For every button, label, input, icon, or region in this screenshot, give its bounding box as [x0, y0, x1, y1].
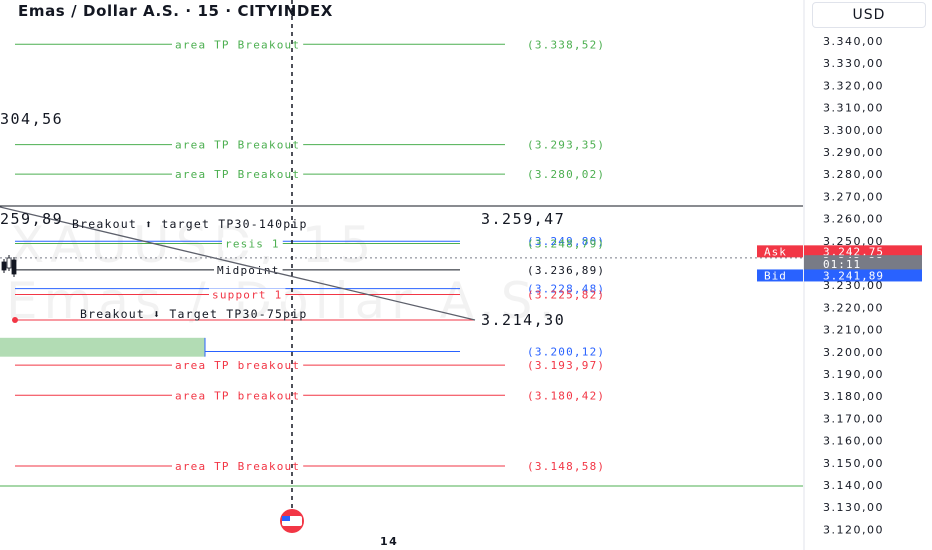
y-tick-label: 3.310,00 — [823, 102, 884, 115]
trend-line — [0, 206, 476, 321]
level-label-9: area TP breakout — [175, 359, 300, 372]
y-tick-label: 3.160,00 — [823, 435, 884, 448]
level-value-9: (3.193,97) — [527, 359, 605, 372]
projection-high: 3.259,47 — [481, 210, 565, 228]
level-value-8: (3.200,12) — [527, 346, 605, 359]
x-tick-label: 14 — [380, 535, 398, 548]
y-tick-label: 3.340,00 — [823, 35, 884, 48]
breakdown-dot — [12, 317, 18, 323]
countdown-value: 01:11 — [823, 258, 861, 271]
level-label-7: support 1 — [212, 288, 282, 301]
y-tick-label: 3.130,00 — [823, 501, 884, 514]
level-label-0: area TP Breakout — [175, 38, 300, 51]
level-value-1: (3.293,35) — [527, 139, 605, 152]
left-top-price: 304,56 — [0, 110, 63, 128]
level-value-10: (3.180,42) — [527, 389, 605, 402]
level-value-7: (3.225,82) — [527, 288, 605, 301]
y-tick-label: 3.170,00 — [823, 412, 884, 425]
y-tick-label: 3.300,00 — [823, 124, 884, 137]
level-label-bg-9 — [172, 359, 304, 373]
bid-tag-value: 3.241,89 — [823, 269, 884, 282]
level-label-bg-0 — [172, 38, 304, 52]
y-tick-label: 3.250,00 — [823, 235, 884, 248]
bid-tag-label: Bid — [764, 269, 787, 282]
level-label-bg-5 — [214, 263, 283, 277]
level-label-11: area TP Breakout — [175, 460, 300, 473]
y-tick-label: 3.330,00 — [823, 57, 884, 70]
level-label-bg-10 — [172, 389, 304, 403]
y-tick-label: 3.270,00 — [823, 190, 884, 203]
level-label-bg-11 — [172, 459, 304, 473]
us-flag-icon-canton — [282, 516, 290, 521]
y-tick-label: 3.150,00 — [823, 457, 884, 470]
y-tick-label: 3.210,00 — [823, 324, 884, 337]
level-label-2: area TP Breakout — [175, 168, 300, 181]
level-value-3: (3.249,80) — [527, 235, 605, 248]
ask-tag-label-bg — [757, 245, 803, 258]
currency-button[interactable]: USD — [812, 2, 926, 28]
level-label-bg-4 — [222, 237, 283, 251]
level-label-1: area TP Breakout — [175, 139, 300, 152]
y-tick-label: 3.280,00 — [823, 168, 884, 181]
y-tick-label: 3.200,00 — [823, 346, 884, 359]
watermark-symbol: XAUUSD, 15 — [10, 216, 377, 274]
y-tick-label: 3.320,00 — [823, 79, 884, 92]
level-label-5: Midpoint — [217, 264, 280, 277]
level-value-0: (3.338,52) — [527, 38, 605, 51]
projection-low: 3.214,30 — [481, 311, 565, 329]
level-label-bg-2 — [172, 168, 304, 182]
level-label-4: resis 1 — [225, 237, 280, 250]
ask-tag-value: 3.242,75 — [823, 245, 884, 258]
candle-body-1 — [6, 257, 12, 269]
left-mid-price: 259,89 — [0, 210, 63, 228]
level-label-bg-1 — [172, 138, 304, 152]
level-value-6: (3.228,48) — [527, 283, 605, 296]
level-value-2: (3.280,02) — [527, 168, 605, 181]
ask-tag-bg — [804, 245, 922, 258]
candle-body-0 — [1, 261, 7, 271]
y-tick-label: 3.190,00 — [823, 368, 884, 381]
breakout-down-label: Breakout ⬇ Target TP30-75pip — [80, 307, 307, 321]
y-tick-label: 3.220,00 — [823, 301, 884, 314]
candle-body-2 — [11, 259, 17, 275]
y-tick-label: 3.260,00 — [823, 213, 884, 226]
ask-tag-label: Ask — [764, 245, 787, 258]
level-label-bg-7 — [209, 288, 286, 302]
y-tick-label: 3.140,00 — [823, 479, 884, 492]
bid-tag-bg — [804, 269, 922, 282]
countdown-bg — [804, 257, 922, 270]
level-label-10: area TP breakout — [175, 389, 300, 402]
chart-title: Emas / Dollar A.S. · 15 · CITYINDEX — [18, 2, 333, 20]
y-tick-label: 3.120,00 — [823, 523, 884, 536]
level-value-5: (3.236,89) — [527, 264, 605, 277]
bid-tag-label-bg — [757, 269, 803, 282]
y-tick-label: 3.290,00 — [823, 146, 884, 159]
level-value-4: (3.248,79) — [527, 237, 605, 250]
y-tick-label: 3.180,00 — [823, 390, 884, 403]
level-value-11: (3.148,58) — [527, 460, 605, 473]
demand-zone — [0, 337, 205, 357]
y-tick-label: 3.230,00 — [823, 279, 884, 292]
breakout-up-label: Breakout ⬆ target TP30-140pip — [72, 217, 308, 231]
